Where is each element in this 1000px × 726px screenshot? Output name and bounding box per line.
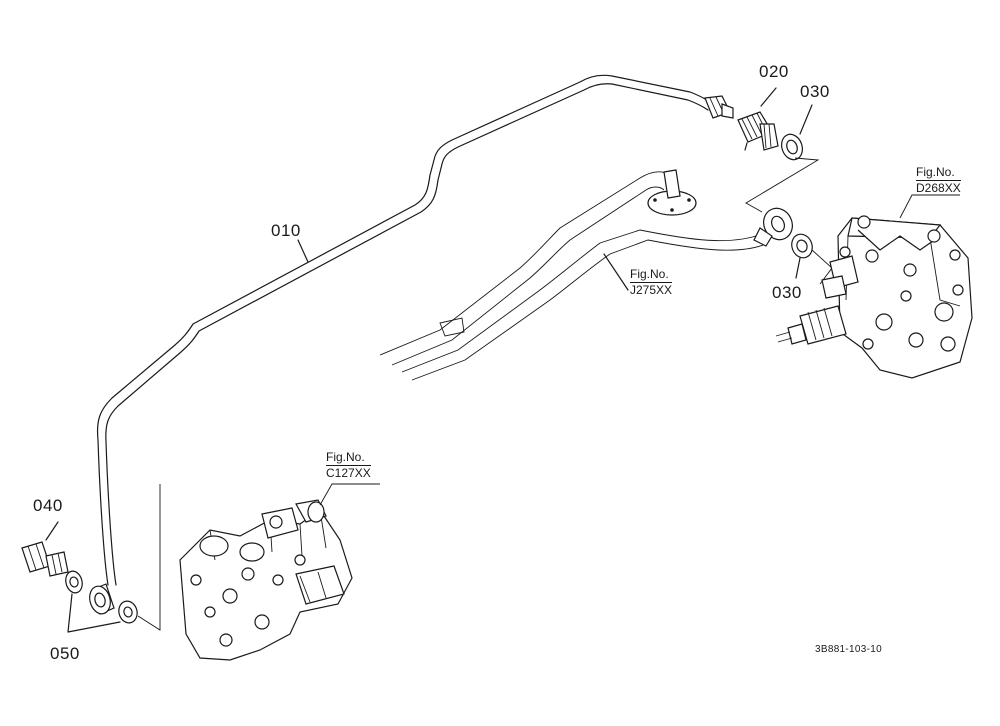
figref-d268: Fig.No. D268XX [916,166,961,194]
valve-block-d268 [775,194,973,379]
figref-j275-label: Fig.No. [630,267,669,281]
leader-line-top [745,157,820,213]
drawing-code: 3B881-103-10 [815,644,882,655]
part-label-010: 010 [271,221,301,240]
pipe-end-fitting [704,95,734,119]
figref-c127-label: Fig.No. [326,450,365,464]
valve-block-c127 [159,483,380,661]
figref-d268-number: D268XX [916,180,961,195]
figref-j275: Fig.No. J275XX [630,267,673,297]
part-label-030-top: 030 [800,82,830,101]
connector-020 [737,87,779,151]
figref-c127-number: C127XX [326,465,371,480]
figref-j275-number: J275XX [630,282,673,297]
part-label-050: 050 [50,644,80,663]
washers-050 [65,570,161,633]
banjo-fitting-right [753,207,793,247]
washer-030-top [781,104,813,161]
pipe-010 [96,74,711,586]
figref-d268-label: Fig.No. [916,165,955,179]
leader-010 [297,239,309,263]
part-label-020: 020 [759,62,789,81]
bolt-040 [21,521,69,577]
washer-030-mid [791,233,833,285]
banjo-fitting-left [89,583,115,615]
figref-c127: Fig.No. C127XX [326,451,371,479]
part-label-040: 040 [33,496,63,515]
part-label-030-mid: 030 [772,283,802,302]
pipe-j275 [379,169,767,381]
